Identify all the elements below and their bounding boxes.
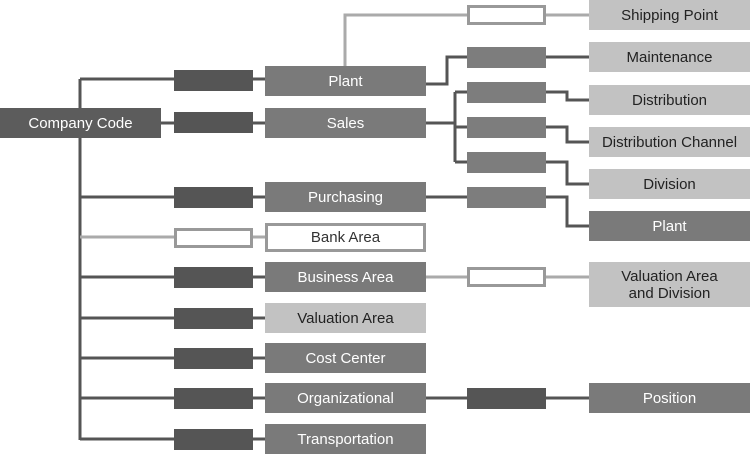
connector-box-position [467, 388, 546, 409]
distribution-channel-label: Distribution Channel [601, 133, 738, 151]
connector-box-organizational [174, 388, 253, 409]
connector-box-business-area [174, 267, 253, 288]
connector-box-valuation-area [174, 308, 253, 329]
distribution-node: Distribution [589, 85, 750, 115]
connector-box-transportation [174, 429, 253, 450]
connector-box-bank-area [174, 228, 253, 248]
sales-label: Sales [326, 114, 365, 132]
bank-area-label: Bank Area [310, 229, 381, 246]
plant-node: Plant [265, 66, 426, 96]
connector-box-division [467, 152, 546, 173]
connector-box-plant [174, 70, 253, 91]
connector-box-purchasing [174, 187, 253, 208]
distribution-label: Distribution [631, 91, 708, 109]
valuation-area-label: Valuation Area [297, 309, 394, 327]
division-label: Division [643, 175, 696, 193]
shipping-point-label: Shipping Point [621, 6, 718, 24]
shipping-point-node: Shipping Point [589, 0, 750, 30]
sales-node: Sales [265, 108, 426, 138]
connector-box-distribution [467, 82, 546, 103]
organizational-node: Organizational [265, 383, 426, 413]
business-area-label: Business Area [297, 268, 394, 286]
position-label: Position [642, 389, 697, 407]
connector-box-maintenance [467, 47, 546, 68]
purchasing-label: Purchasing [307, 188, 384, 206]
company-code-node: Company Code [0, 108, 161, 138]
transportation-node: Transportation [265, 424, 426, 454]
business-area-node: Business Area [265, 262, 426, 292]
purchasing-node: Purchasing [265, 182, 426, 212]
connector-box-distribution-channel [467, 117, 546, 138]
connector-box-valuation-division [467, 267, 546, 287]
valuation-area-division-node: Valuation Area and Division [589, 262, 750, 307]
plant-label: Plant [328, 72, 363, 90]
maintenance-label: Maintenance [626, 48, 713, 66]
cost-center-label: Cost Center [305, 349, 386, 367]
connector-box-shipping-point [467, 5, 546, 25]
valuation-area-division-label: Valuation Area and Division [621, 267, 718, 302]
connector-box-sales [174, 112, 253, 133]
valuation-area-node: Valuation Area [265, 303, 426, 333]
connector-box-cost-center [174, 348, 253, 369]
division-node: Division [589, 169, 750, 199]
bank-area-node: Bank Area [265, 223, 426, 252]
organizational-label: Organizational [297, 389, 394, 407]
transportation-label: Transportation [297, 430, 394, 448]
purchasing-plant-node: Plant [589, 211, 750, 241]
maintenance-node: Maintenance [589, 42, 750, 72]
purchasing-plant-label: Plant [652, 217, 687, 235]
company-code-label: Company Code [28, 114, 133, 132]
position-node: Position [589, 383, 750, 413]
connector-box-purchasing-plant [467, 187, 546, 208]
distribution-channel-node: Distribution Channel [589, 127, 750, 157]
cost-center-node: Cost Center [265, 343, 426, 373]
